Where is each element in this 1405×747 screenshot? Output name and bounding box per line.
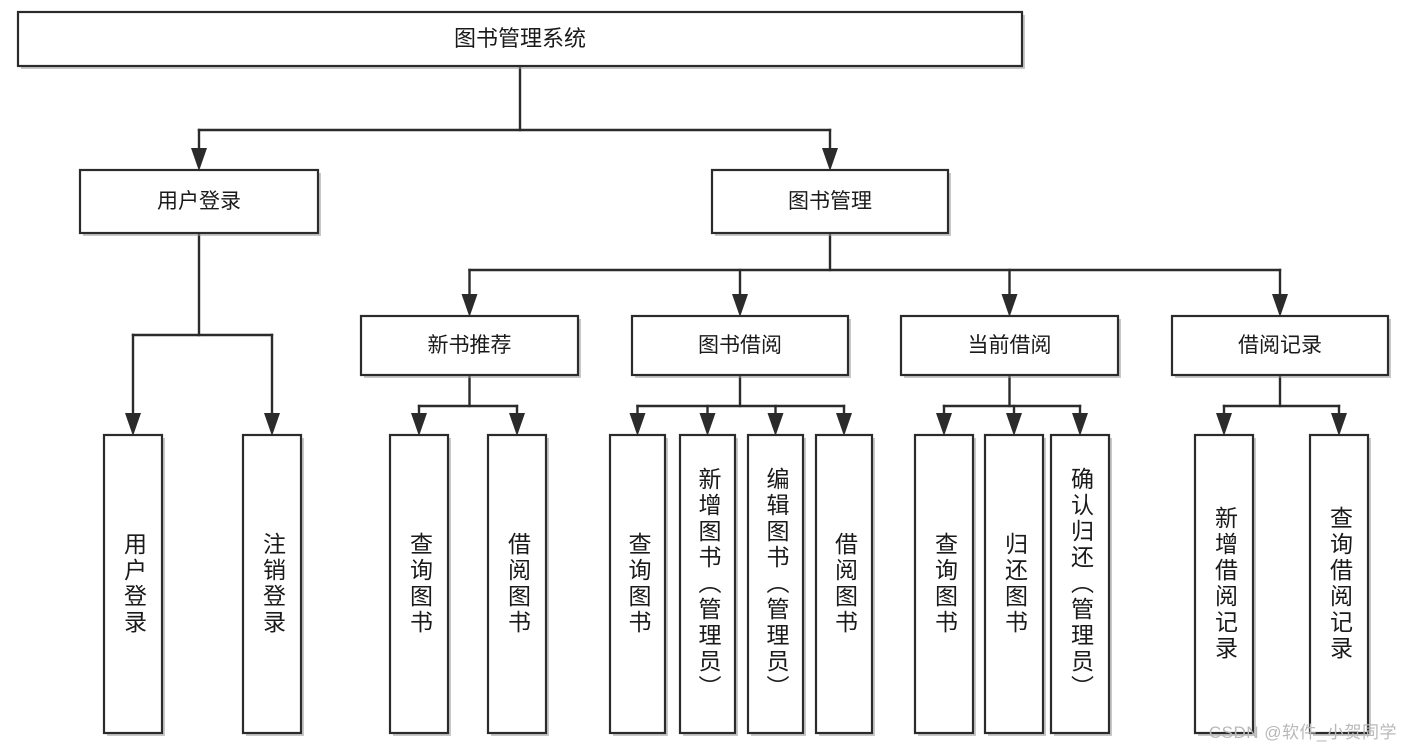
connector-arrowhead [767, 413, 784, 436]
connector-arrowhead [732, 294, 748, 317]
connector-arrowhead [1216, 413, 1232, 436]
node-current-borrow-label: 当前借阅 [968, 334, 1052, 357]
node-leaf-cur-confirm[interactable] [1049, 433, 1111, 735]
node-leaf-user-logout[interactable] [241, 433, 303, 735]
connector-arrowhead [125, 413, 141, 436]
connector-arrowhead [1072, 413, 1088, 436]
node-box-layer [16, 10, 1391, 736]
connector-arrowhead [509, 413, 525, 436]
node-leaf-rec-query[interactable] [388, 433, 450, 735]
connector-arrowhead [1006, 413, 1022, 436]
node-book-manage[interactable] [710, 168, 950, 235]
node-leaf-borrow-lend[interactable] [814, 433, 874, 735]
node-root[interactable] [16, 10, 1024, 68]
node-leaf-user-login[interactable] [102, 433, 164, 735]
connector-arrowhead [1272, 294, 1288, 317]
connector-layer [125, 64, 1347, 436]
node-leaf-borrow-query[interactable] [608, 433, 667, 735]
connector-arrowhead [461, 294, 478, 317]
connector-arrowhead [411, 413, 427, 436]
node-root-label: 图书管理系统 [454, 26, 586, 51]
connector-arrowhead [822, 148, 838, 171]
connector-arrowhead [629, 413, 646, 436]
node-leaf-cur-query[interactable] [913, 433, 975, 735]
connector-arrowhead [1001, 294, 1018, 317]
node-leaf-rec-add[interactable] [1193, 433, 1255, 735]
node-leaf-rec-borrow[interactable] [486, 433, 548, 735]
node-user-login-label: 用户登录 [157, 190, 241, 213]
node-current-borrow[interactable] [899, 314, 1120, 377]
node-leaf-borrow-add[interactable] [678, 433, 737, 735]
node-new-book-rec-label: 新书推荐 [428, 334, 512, 357]
node-user-login[interactable] [78, 168, 320, 235]
node-leaf-cur-return[interactable] [983, 433, 1045, 735]
node-leaf-borrow-edit[interactable] [746, 433, 805, 735]
node-book-borrow[interactable] [630, 314, 850, 377]
node-borrow-record-label: 借阅记录 [1238, 334, 1322, 357]
node-borrow-record[interactable] [1170, 314, 1390, 377]
connector-arrowhead [836, 413, 852, 436]
connector-arrowhead [191, 148, 207, 171]
node-book-manage-label: 图书管理 [788, 190, 872, 213]
node-leaf-rec-query2[interactable] [1308, 433, 1370, 735]
node-new-book-rec[interactable] [359, 314, 580, 377]
watermark-text: CSDN @软件_小贺同学 [1208, 723, 1397, 742]
connector-arrowhead [699, 413, 716, 436]
connector-arrowhead [936, 413, 952, 436]
connector-arrowhead [264, 413, 280, 436]
node-book-borrow-label: 图书借阅 [698, 334, 782, 357]
connector-arrowhead [1331, 413, 1347, 436]
